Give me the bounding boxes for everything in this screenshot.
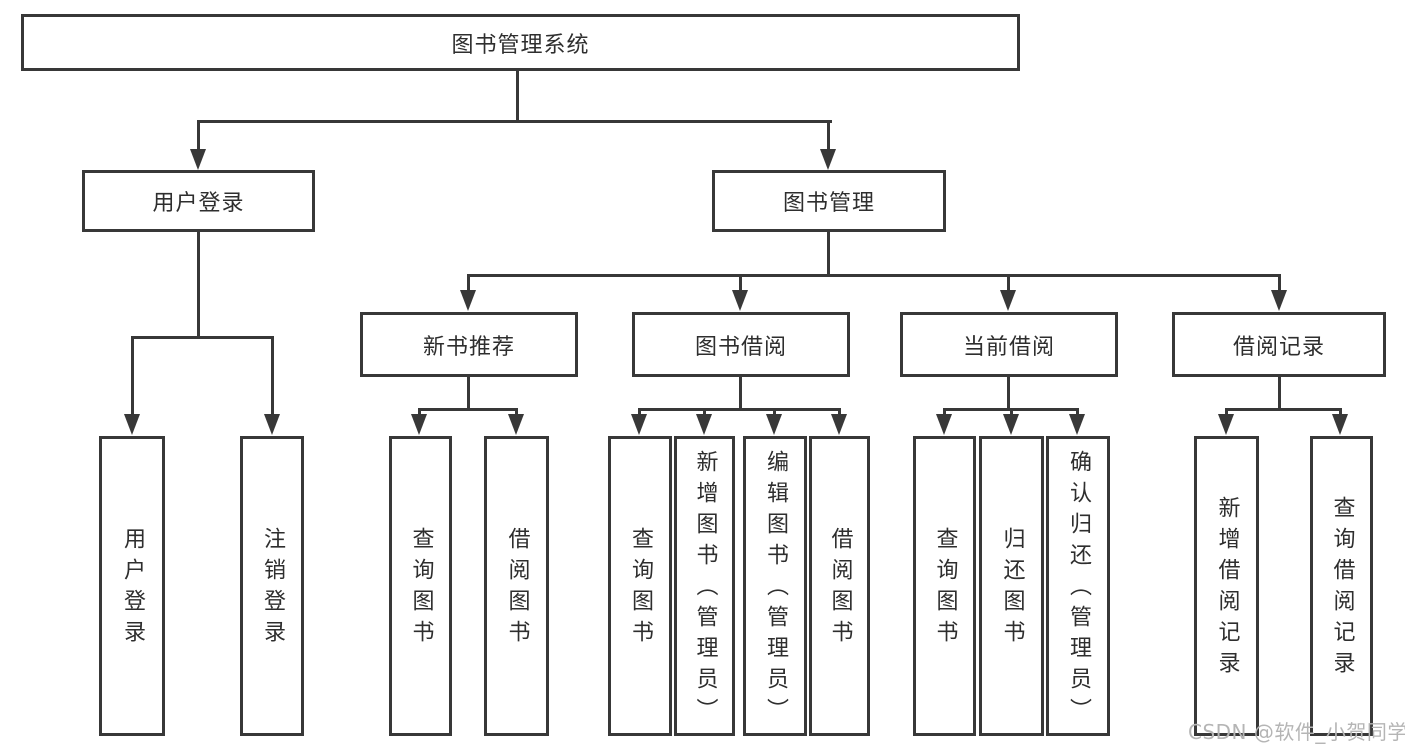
connector-drop-borrow	[739, 274, 742, 292]
node-new-book-recommend-label: 新书推荐	[422, 334, 515, 360]
leaf-logout: 注销登录	[240, 436, 304, 736]
node-user-login-label: 用户登录	[152, 191, 245, 216]
connector-level3-bar	[467, 274, 1281, 277]
leaf-add-borrow-record-label: 新增借阅记录	[1214, 496, 1240, 682]
arrow-down-icon	[1332, 414, 1348, 435]
connector-drop-leaf	[943, 408, 946, 418]
connector-bar	[638, 408, 840, 411]
connector-stem	[1007, 377, 1010, 408]
leaf-borrow-book-1-label: 借阅图书	[504, 527, 530, 651]
csdn-watermark: CSDN @软件_小贺同学	[1188, 720, 1405, 744]
leaf-query-book-2: 查询图书	[608, 436, 672, 736]
leaf-edit-book-admin: 编辑图书（管理员）	[743, 436, 807, 736]
arrow-down-icon	[831, 414, 847, 435]
leaf-confirm-return-admin: 确认归还（管理员）	[1046, 436, 1110, 736]
leaf-query-book-2-label: 查询图书	[628, 527, 653, 651]
arrow-down-icon	[696, 414, 712, 435]
arrow-down-icon	[411, 414, 427, 435]
leaf-user-login: 用户登录	[99, 436, 165, 736]
leaf-add-book-admin-label: 新增图书（管理员）	[692, 449, 718, 729]
node-book-management-label: 图书管理	[782, 191, 875, 216]
arrow-down-icon	[1271, 290, 1287, 311]
connector-drop-leaf	[131, 336, 134, 416]
connector-drop-newbook	[467, 274, 470, 292]
node-current-borrow-label: 当前借阅	[962, 334, 1055, 360]
node-current-borrow: 当前借阅	[900, 312, 1118, 377]
node-borrow-records-label: 借阅记录	[1232, 334, 1325, 360]
arrow-down-icon	[631, 414, 647, 435]
connector-stem	[467, 377, 470, 408]
node-user-login: 用户登录	[82, 170, 315, 232]
connector-drop-records	[1278, 274, 1281, 292]
arrow-down-icon	[460, 290, 476, 311]
node-book-borrow: 图书借阅	[632, 312, 850, 377]
connector-drop-leaf	[271, 336, 274, 416]
connector-root-stem	[516, 71, 519, 120]
connector-drop-leaf	[1076, 408, 1079, 418]
leaf-logout-label: 注销登录	[260, 527, 285, 651]
arrow-down-icon	[766, 414, 782, 435]
connector-drop-user-login	[197, 120, 200, 152]
leaf-borrow-book-1: 借阅图书	[484, 436, 549, 736]
connector-bar	[418, 408, 518, 411]
leaf-query-book-1: 查询图书	[389, 436, 452, 736]
leaf-add-book-admin: 新增图书（管理员）	[674, 436, 735, 736]
connector-drop-leaf	[638, 408, 641, 418]
connector-drop-leaf	[773, 408, 776, 418]
leaf-user-login-label: 用户登录	[120, 527, 145, 651]
connector-drop-leaf	[515, 408, 518, 418]
leaf-borrow-book-2-label: 借阅图书	[827, 527, 853, 651]
node-root: 图书管理系统	[21, 14, 1020, 71]
leaf-edit-book-admin-label: 编辑图书（管理员）	[763, 449, 788, 729]
connector-level1-bar	[197, 120, 832, 123]
arrow-down-icon	[820, 149, 836, 170]
leaf-query-book-3-label: 查询图书	[932, 527, 958, 651]
connector-stem	[1278, 377, 1281, 408]
arrow-down-icon	[1218, 414, 1234, 435]
connector-user-login-bar	[131, 336, 274, 339]
node-book-borrow-label: 图书借阅	[694, 334, 787, 360]
connector-bar	[1225, 408, 1342, 411]
node-new-book-recommend: 新书推荐	[360, 312, 578, 377]
connector-stem	[739, 377, 742, 408]
arrow-down-icon	[1000, 290, 1016, 311]
connector-drop-leaf	[1010, 408, 1013, 418]
connector-drop-current	[1007, 274, 1010, 292]
arrow-down-icon	[190, 149, 206, 170]
connector-book-mgmt-stem	[827, 232, 830, 274]
leaf-query-borrow-record-label: 查询借阅记录	[1329, 496, 1355, 682]
arrow-down-icon	[1003, 414, 1019, 435]
connector-drop-leaf	[1225, 408, 1228, 418]
leaf-return-book: 归还图书	[979, 436, 1044, 736]
connector-drop-leaf	[838, 408, 841, 418]
leaf-add-borrow-record: 新增借阅记录	[1194, 436, 1259, 736]
node-book-management: 图书管理	[712, 170, 946, 232]
arrow-down-icon	[264, 414, 280, 435]
leaf-return-book-label: 归还图书	[999, 527, 1025, 651]
connector-drop-book-mgmt	[827, 120, 830, 152]
arrow-down-icon	[936, 414, 952, 435]
arrow-down-icon	[124, 414, 140, 435]
leaf-confirm-return-admin-label: 确认归还（管理员）	[1066, 449, 1091, 729]
connector-drop-leaf	[703, 408, 706, 418]
node-borrow-records: 借阅记录	[1172, 312, 1386, 377]
arrow-down-icon	[732, 290, 748, 311]
arrow-down-icon	[508, 414, 524, 435]
leaf-query-borrow-record: 查询借阅记录	[1310, 436, 1373, 736]
leaf-query-book-3: 查询图书	[913, 436, 976, 736]
leaf-query-book-1-label: 查询图书	[408, 527, 434, 651]
leaf-borrow-book-2: 借阅图书	[809, 436, 870, 736]
connector-drop-leaf	[1339, 408, 1342, 418]
connector-drop-leaf	[418, 408, 421, 418]
node-root-label: 图书管理系统	[451, 32, 590, 58]
arrow-down-icon	[1069, 414, 1085, 435]
connector-user-login-stem	[197, 232, 200, 336]
